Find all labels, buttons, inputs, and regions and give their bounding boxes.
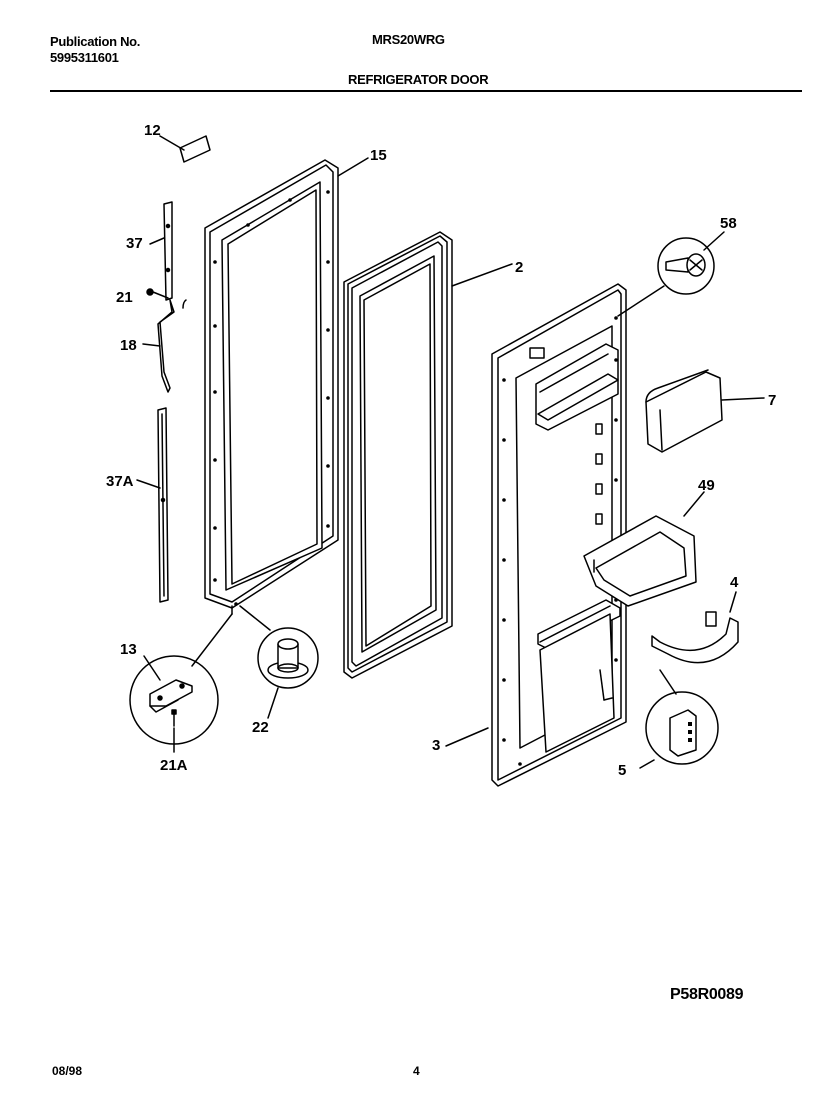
publication-label: Publication No. [50,34,141,49]
page-number: 4 [413,1064,420,1078]
callout-3: 3 [432,737,440,754]
part-2-door-gasket [343,231,513,679]
section-title: REFRIGERATOR DOOR [348,72,489,87]
callout-7: 7 [768,392,776,409]
callout-37: 37 [126,235,143,252]
part-49-door-bin [583,491,705,607]
part-58-screw-detail [657,231,725,295]
callout-12: 12 [144,122,161,139]
callout-2: 2 [515,259,523,276]
model-number: MRS20WRG [372,32,445,47]
part-21-screw [146,288,187,309]
part-7-dairy-door [645,369,765,453]
callout-4: 4 [730,574,739,591]
footer-date: 08/98 [52,1064,83,1078]
header-rule [50,90,802,92]
callout-18: 18 [120,337,137,354]
callout-13: 13 [120,641,137,658]
callout-58: 58 [720,215,737,232]
diagram-code: P58R0089 [670,986,744,1003]
callout-21a: 21A [160,757,188,774]
callout-5: 5 [618,762,626,779]
part-15-door-frame [204,157,369,609]
part-5-clip-detail [639,669,719,769]
frame-screw-holes [213,190,330,606]
callout-15: 15 [370,147,387,164]
callout-21: 21 [116,289,133,306]
part-37-trim-strip [149,201,173,301]
part-22-door-cap-detail [239,605,319,719]
part-12-label-tag [159,135,211,163]
publication-number: 5995311601 [50,50,119,65]
part-4-bin-bracket [651,591,739,664]
part-37a-trim-strip [136,407,169,603]
part-21a-screw [171,709,177,753]
liner-shelf-tabs [529,347,603,525]
part-13-hinge-bracket-detail [129,605,233,745]
part-3-door-liner [445,283,665,787]
callout-49: 49 [698,477,715,494]
part-18-door-hinge [142,299,175,393]
callout-37a: 37A [106,473,134,490]
callout-22: 22 [252,719,269,736]
